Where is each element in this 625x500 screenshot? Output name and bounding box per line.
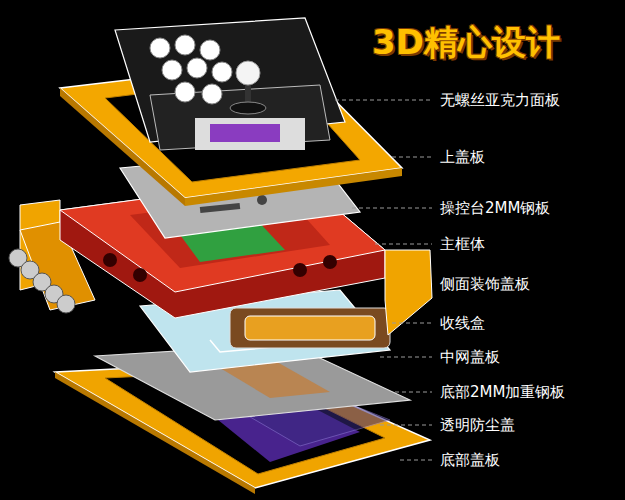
part-label: 侧面装饰盖板: [440, 275, 530, 293]
part-label: 无螺丝亚克力面板: [440, 91, 560, 109]
side-plate-right: [385, 250, 432, 335]
part-label: 收线盒: [440, 314, 485, 332]
part-label: 底部盖板: [440, 451, 500, 469]
part-label: 上盖板: [440, 148, 485, 166]
acrylic-panel: [115, 18, 345, 150]
leader-lines: [335, 100, 432, 460]
part-label: 主框体: [440, 235, 485, 253]
part-label: 操控台2MM钢板: [440, 199, 550, 217]
part-label: 中网盖板: [440, 348, 500, 366]
title: 3D精心设计: [372, 22, 560, 62]
part-label: 透明防尘盖: [440, 416, 515, 434]
part-label: 底部2MM加重钢板: [440, 383, 565, 401]
wire-box: [230, 308, 390, 348]
